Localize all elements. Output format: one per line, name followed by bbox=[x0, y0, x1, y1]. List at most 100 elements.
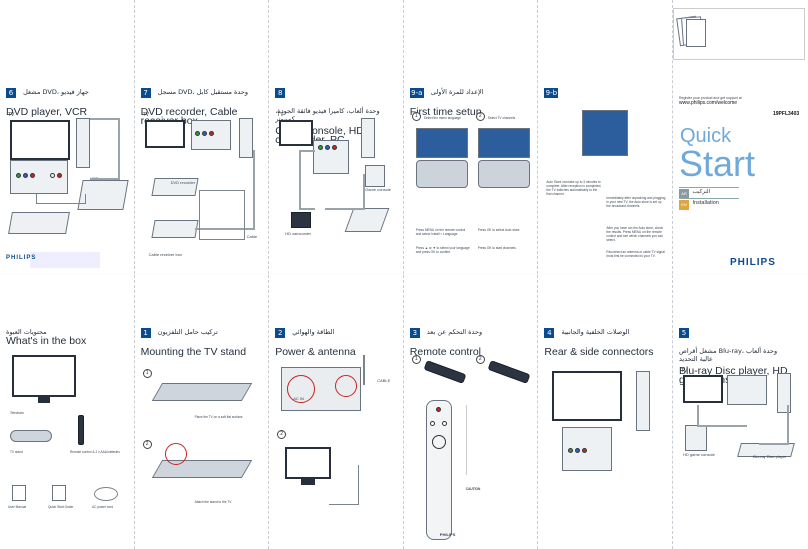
hd-console-device bbox=[685, 425, 707, 451]
tv-illustration bbox=[285, 447, 332, 479]
support-url[interactable]: www.philips.com/welcome bbox=[679, 100, 738, 106]
connector-panel bbox=[190, 120, 231, 150]
television-item bbox=[12, 355, 76, 397]
caution-label: CAUTION bbox=[465, 487, 481, 491]
side-connector-strip bbox=[636, 371, 651, 431]
rear-connector-panel bbox=[562, 427, 613, 471]
tv-rear-illustration bbox=[552, 371, 623, 421]
cable-label: CABLE bbox=[377, 378, 391, 383]
model-number: 19PFL3403 bbox=[773, 111, 800, 117]
panel-game-console: 8 وحدة ألعاب، كاميرا فيديو فائقة الجودة،… bbox=[269, 0, 404, 274]
camcorder-label: HD camcorder bbox=[285, 231, 311, 236]
tv-label: TV bbox=[8, 112, 15, 118]
step-label-1: Select the menu language bbox=[423, 116, 461, 120]
step-number: 6 bbox=[6, 88, 16, 98]
remote-battery-illustration bbox=[487, 360, 531, 384]
instruction-text: Press OK to start channels. bbox=[477, 246, 517, 250]
tv-illustration bbox=[279, 120, 314, 146]
instruction-text: Press ▲ or ▼ to select your language and… bbox=[415, 246, 470, 254]
bluray-label: Blu-ray Disc player bbox=[753, 454, 787, 459]
game-console-label: Game console bbox=[365, 187, 391, 192]
panel-first-time-setup: 9-a الإعداد للمرة الأولى First time setu… bbox=[403, 0, 539, 274]
tv-side-panel bbox=[361, 118, 376, 158]
item-label: TV stand bbox=[10, 450, 23, 454]
button-legend bbox=[465, 405, 534, 475]
dvd-recorder-label: DVD recorder bbox=[170, 180, 196, 185]
step-circle-1: 1 bbox=[411, 112, 421, 121]
tv-face-down-illustration bbox=[151, 383, 252, 401]
panel-box-contents: محتويات العبوة What's in the box Televis… bbox=[0, 275, 135, 549]
antenna-icon bbox=[363, 355, 366, 385]
instruction-text: Press OK to select Auto store. bbox=[477, 228, 521, 232]
item-label: Remote control & 2 x AAA batteries bbox=[70, 450, 120, 454]
dvd-device bbox=[8, 212, 70, 234]
tv-side-panel bbox=[238, 118, 253, 158]
tv-label: TV bbox=[277, 112, 284, 118]
arabic-title: مسجل DVD، وحدة مستقبل كابل bbox=[157, 88, 248, 96]
quick-start-item bbox=[52, 485, 66, 501]
menu-screen-channels bbox=[477, 128, 530, 158]
stand-attach-illustration bbox=[151, 460, 252, 478]
panel-rear-connectors: 4 الوصلات الخلفية والجانبية Rear & side … bbox=[538, 275, 673, 549]
step-number: 7 bbox=[140, 88, 151, 98]
hdmi-panel bbox=[727, 375, 767, 405]
user-manual-item bbox=[12, 485, 26, 501]
step-number: 9-b bbox=[544, 88, 559, 98]
cover-brand-logo: PHILIPS bbox=[730, 257, 776, 268]
connector-panel bbox=[313, 140, 350, 174]
item-label: AC power cord bbox=[92, 505, 114, 509]
menu-screen-language bbox=[415, 128, 468, 158]
cover-item-english: EN Installation bbox=[679, 198, 739, 210]
english-title: First time setup bbox=[409, 106, 482, 118]
tv-side-panel bbox=[76, 118, 90, 168]
step-number: 1 bbox=[140, 328, 151, 338]
power-cord-item bbox=[94, 487, 118, 501]
remote-item bbox=[78, 415, 84, 445]
step-number: 9-a bbox=[409, 88, 424, 98]
remote-control-illustration bbox=[425, 400, 452, 540]
register-text: Register your product and get support at bbox=[679, 96, 742, 100]
english-title: DVD player, VCR bbox=[6, 106, 88, 118]
pc-device bbox=[344, 208, 390, 232]
english-title: Remote control bbox=[409, 346, 481, 358]
instruction-text: Press MENU on the remote control and sel… bbox=[415, 228, 466, 236]
info-text: Auto Store can take up to 3 minutes to c… bbox=[546, 180, 602, 196]
info-text: Immediately after unpacking and plugging… bbox=[606, 196, 666, 208]
item-label: Quick Start Guide bbox=[48, 505, 74, 509]
tv-illustration bbox=[683, 375, 723, 403]
english-title: What's in the box bbox=[6, 335, 87, 347]
panel-bluray: 5 مشغل أقراص Blu-ray، وحدة ألعاب عالية ا… bbox=[673, 275, 808, 549]
arabic-title: الوصلات الخلفية والجانبية bbox=[561, 328, 630, 336]
item-label: Television bbox=[10, 411, 24, 415]
step-circle-2: 2 bbox=[475, 112, 485, 121]
step-number: 3 bbox=[409, 328, 420, 338]
step-number: 5 bbox=[679, 328, 689, 338]
remote-battery-illustration bbox=[423, 360, 467, 384]
cable-label: Cable bbox=[246, 234, 258, 239]
arabic-title: مشغل أقراص Blu-ray، وحدة ألعاب عالية الت… bbox=[679, 347, 778, 363]
tv-side-panel bbox=[777, 373, 791, 413]
channel-screen bbox=[582, 110, 629, 156]
panel-power-antenna: 2 الطاقة والهوائي Power & antenna AC IN … bbox=[269, 275, 404, 549]
step-text: Attach the stand to the TV. bbox=[194, 500, 232, 504]
arabic-title: وحدة ألعاب، كاميرا فيديو فائقة الجودة، ك… bbox=[275, 107, 380, 123]
step-number: 4 bbox=[544, 328, 555, 338]
panel-header: 6 مشغل DVD، جهاز فيديو DVD player, VCR bbox=[6, 88, 130, 117]
arabic-title: وحدة التحكم عن بعد bbox=[426, 328, 483, 336]
step-number: 8 bbox=[275, 88, 286, 98]
info-text: Reconnect an antenna or cable TV signal … bbox=[606, 250, 665, 258]
english-title: Rear & side connectors bbox=[544, 346, 654, 358]
english-title: Mounting the TV stand bbox=[140, 346, 247, 358]
panel-mount-stand: 1 تركيب حامل التلفزيون Mounting the TV s… bbox=[134, 275, 270, 549]
tv-stand-item bbox=[10, 430, 52, 442]
panel-dvd-vcr: 6 مشغل DVD، جهاز فيديو DVD player, VCR T… bbox=[0, 0, 135, 274]
info-text: After you have run the Auto store, check… bbox=[606, 226, 664, 242]
item-label: User Manual bbox=[8, 505, 27, 509]
panel-setup-continued: 9-b Auto Store can take up to 3 minutes … bbox=[538, 0, 673, 274]
english-title: Power & antenna bbox=[275, 346, 356, 358]
tv-illustration bbox=[10, 120, 70, 160]
remote-pad-illustration bbox=[477, 160, 530, 188]
panel-dvd-recorder: 7 مسجل DVD، وحدة مستقبل كابل DVD recorde… bbox=[134, 0, 270, 274]
arabic-title: مشغل DVD، جهاز فيديو bbox=[23, 88, 89, 96]
